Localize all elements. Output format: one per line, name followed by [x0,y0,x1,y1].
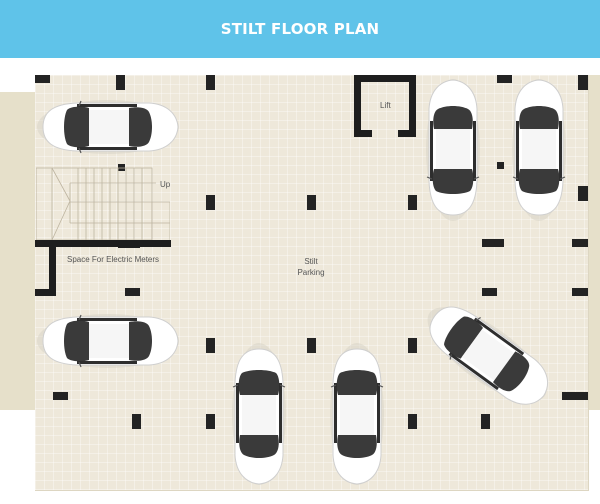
column [206,414,215,429]
column [572,239,588,247]
column [206,195,215,210]
column [482,239,504,247]
car-6 [329,343,384,486]
stilt-parking-line1: Stilt [304,257,318,266]
column [481,414,490,429]
column [307,338,316,353]
column [206,338,215,353]
column [53,392,68,400]
lift-wall-left [354,75,361,137]
column [206,75,215,90]
column [408,338,417,353]
column [307,195,316,210]
column [125,288,140,296]
page-title: STILT FLOOR PLAN [220,20,380,38]
column [497,75,512,83]
column [408,195,417,210]
outer-area-right [587,75,600,410]
column [562,392,588,400]
lift-wall-bottom-right [398,130,416,137]
column [118,164,125,171]
car-4 [37,314,180,369]
lift-wall-right [409,75,416,137]
column [578,75,588,90]
column [408,414,417,429]
car-1 [37,100,180,155]
lift-wall-top [354,75,416,82]
header-banner: STILT FLOOR PLAN [0,0,600,58]
lift-label: Lift [380,101,391,110]
column [578,186,588,201]
outer-area-left [0,92,36,410]
car-5 [231,343,286,486]
column [572,288,588,296]
column [116,75,125,90]
stairs-up-label: Up [160,180,171,189]
car-2 [426,78,481,221]
column [132,414,141,429]
stilt-floor [35,75,589,491]
column [497,162,504,169]
column [35,75,50,83]
stilt-parking-label: Stilt Parking [293,256,329,278]
stilt-parking-line2: Parking [297,268,325,277]
car-3 [512,78,567,221]
meter-wall-top-lip [118,245,140,248]
meter-wall-side [49,240,56,296]
column [482,288,497,296]
electric-meters-label: Space For Electric Meters [67,255,160,264]
staircase [36,167,170,240]
car-7 [418,290,558,419]
meter-wall-bottom [35,289,56,296]
lift-wall-bottom-left [354,130,372,137]
meter-wall-top [35,240,171,247]
